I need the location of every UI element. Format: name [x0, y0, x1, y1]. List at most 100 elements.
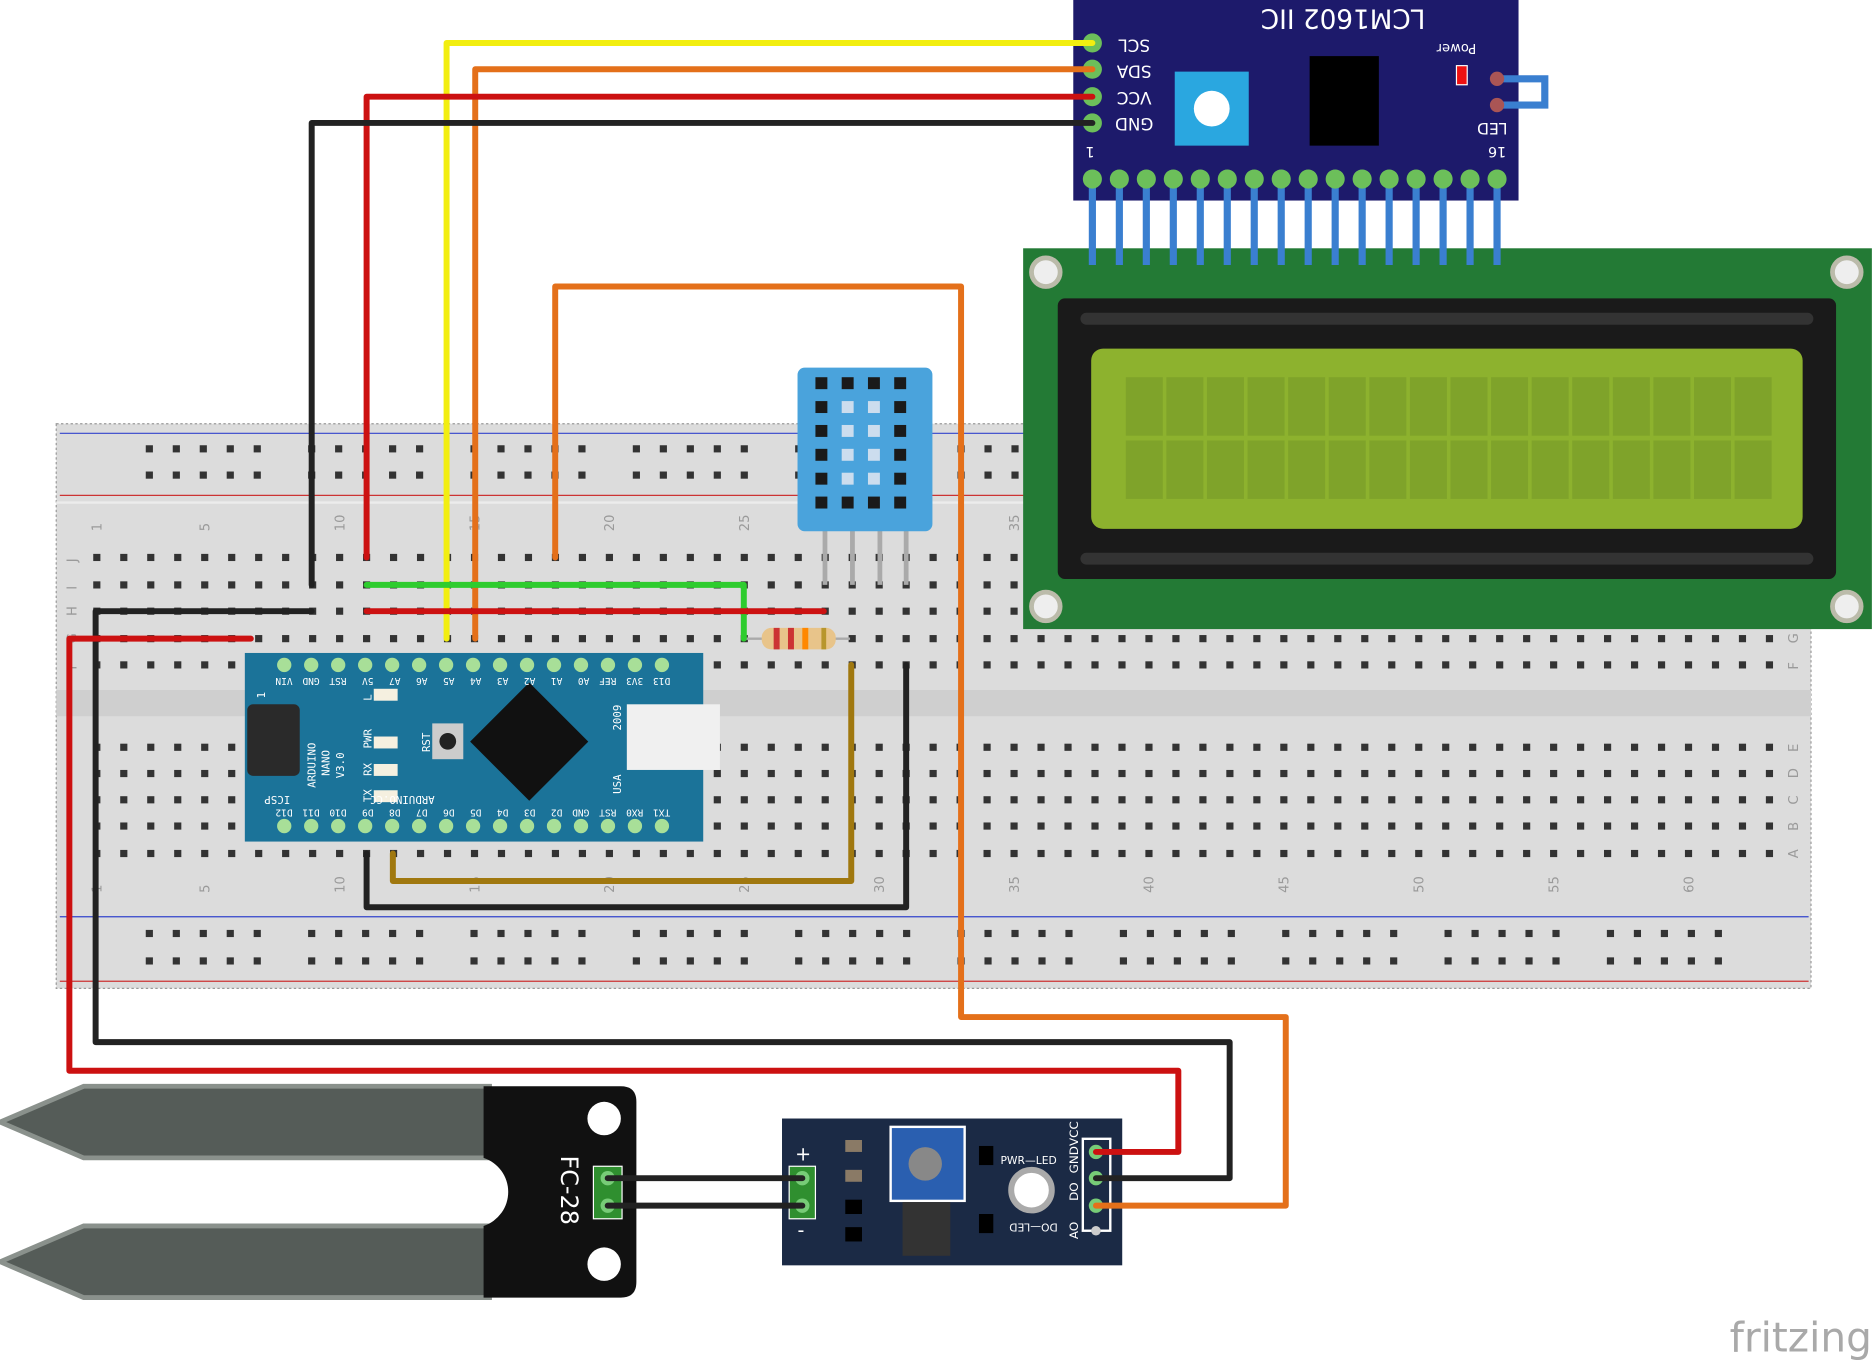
top-pin-label: RST — [329, 675, 346, 686]
wire-gnd-black[interactable] — [308, 119, 1096, 588]
breadboard-hole — [1334, 661, 1342, 669]
lcd-screen — [1091, 348, 1803, 529]
vcc-pin-label: VCC — [1067, 1121, 1081, 1146]
breadboard-hole — [1415, 849, 1423, 858]
breadboard-hole — [174, 661, 182, 669]
lcd-character-cell — [1653, 377, 1691, 436]
wire-vcc-red[interactable] — [363, 93, 1096, 561]
scl-label: SCL — [1118, 35, 1150, 55]
breadboard-hole — [875, 661, 883, 669]
bottom-pin-label: D6 — [443, 806, 455, 817]
breadboard-hole — [875, 635, 883, 643]
breadboard-hole — [1091, 822, 1099, 830]
breadboard-hole — [389, 635, 398, 643]
rail-hole — [416, 957, 424, 965]
rail-hole — [145, 929, 153, 938]
led-label: LED — [1477, 119, 1507, 137]
breadboard-hole — [1388, 796, 1396, 804]
breadboard-hole — [767, 581, 775, 589]
column-number: 50 — [1413, 876, 1428, 893]
rail-hole — [1498, 957, 1506, 965]
trimmer-potentiometer-icon[interactable] — [889, 1125, 966, 1203]
breadboard-hole — [201, 796, 209, 804]
breadboard-hole — [93, 553, 101, 562]
nano-pin — [304, 818, 319, 834]
breadboard-hole — [120, 822, 128, 830]
rail-hole — [253, 929, 261, 938]
dht-grille — [894, 496, 907, 509]
rail-hole — [984, 471, 992, 479]
wire-sda-orange[interactable] — [472, 66, 1096, 642]
board-version: V3.0 — [334, 752, 347, 778]
breadboard-hole — [929, 822, 937, 830]
nano-pin — [438, 818, 454, 834]
breadboard-hole — [875, 581, 883, 589]
breadboard-hole — [1226, 661, 1234, 669]
breadboard-hole — [1253, 822, 1261, 830]
breadboard-hole — [389, 553, 398, 562]
breadboard-hole — [1199, 796, 1207, 804]
bottom-pin-label: D11 — [302, 806, 319, 817]
breadboard-hole — [1118, 849, 1126, 858]
rail-hole — [470, 929, 478, 938]
breadboard-hole — [1226, 635, 1234, 643]
breadboard-hole — [1307, 822, 1315, 830]
wire-resistor-brown[interactable] — [389, 661, 855, 884]
vcc-label: VCC — [1117, 88, 1152, 108]
board-country: USA — [611, 774, 624, 794]
breadboard-hole — [93, 581, 101, 589]
breadboard-hole — [713, 661, 721, 669]
breadboard-hole — [1604, 635, 1612, 643]
arduino-nano: VIND12GNDD11RSTD105VD9A7D8A6D7A5D6A4D5A3… — [244, 652, 720, 842]
breadboard-hole — [929, 553, 937, 562]
nano-pin — [411, 818, 427, 834]
breadboard-hole — [1307, 849, 1315, 858]
top-pin-label: A6 — [416, 675, 428, 686]
wire-sensor-gnd-black[interactable] — [92, 608, 1233, 1182]
nano-pin — [384, 818, 400, 834]
breadboard-hole — [201, 849, 209, 858]
breadboard-hole — [1172, 743, 1180, 751]
wire-sensor-vcc-red[interactable] — [66, 635, 1182, 1155]
bottom-pin-label: D3 — [524, 806, 536, 817]
nano-pin — [277, 818, 292, 834]
breadboard-hole — [201, 553, 209, 562]
lcd-character-cell — [1125, 440, 1163, 499]
breadboard-hole — [1253, 796, 1261, 804]
wire-scl-yellow[interactable] — [443, 39, 1096, 642]
breadboard-hole — [1334, 769, 1342, 778]
rail-hole — [1146, 957, 1154, 965]
breadboard-hole — [1037, 849, 1045, 858]
breadboard-hole — [1010, 849, 1018, 858]
top-pin-label: A1 — [551, 675, 563, 686]
breadboard-hole — [1496, 849, 1504, 858]
breadboard-hole — [416, 635, 425, 643]
breadboard-hole — [740, 743, 748, 751]
wire-sensor-do-orange[interactable] — [552, 283, 1289, 1209]
breadboard-hole — [1280, 635, 1288, 643]
rail-hole — [686, 471, 694, 479]
breadboard-hole — [147, 743, 155, 751]
breadboard-hole — [1577, 769, 1585, 778]
breadboard-hole — [147, 849, 155, 858]
dht-grille — [815, 448, 828, 461]
rail-hole — [1606, 929, 1615, 938]
wire-dht-data-green[interactable] — [363, 581, 747, 642]
breadboard-hole — [551, 635, 560, 643]
rail-hole — [1471, 957, 1479, 965]
rail-hole — [1309, 957, 1317, 965]
rail-hole — [253, 957, 261, 965]
wire-dht-gnd-black[interactable] — [363, 661, 910, 911]
breadboard-hole — [1280, 769, 1288, 778]
breadboard-hole — [416, 849, 425, 858]
breadboard-hole — [1145, 635, 1153, 643]
breadboard-hole — [443, 849, 452, 858]
column-number: 45 — [1278, 876, 1293, 893]
breadboard-hole — [1172, 635, 1180, 643]
rail-hole — [335, 929, 343, 938]
lcd-character-cell — [1206, 377, 1244, 436]
rail-hole — [849, 957, 857, 965]
breadboard-hole — [201, 822, 209, 830]
rail-hole — [1336, 957, 1344, 965]
sda-label: SDA — [1116, 62, 1151, 82]
